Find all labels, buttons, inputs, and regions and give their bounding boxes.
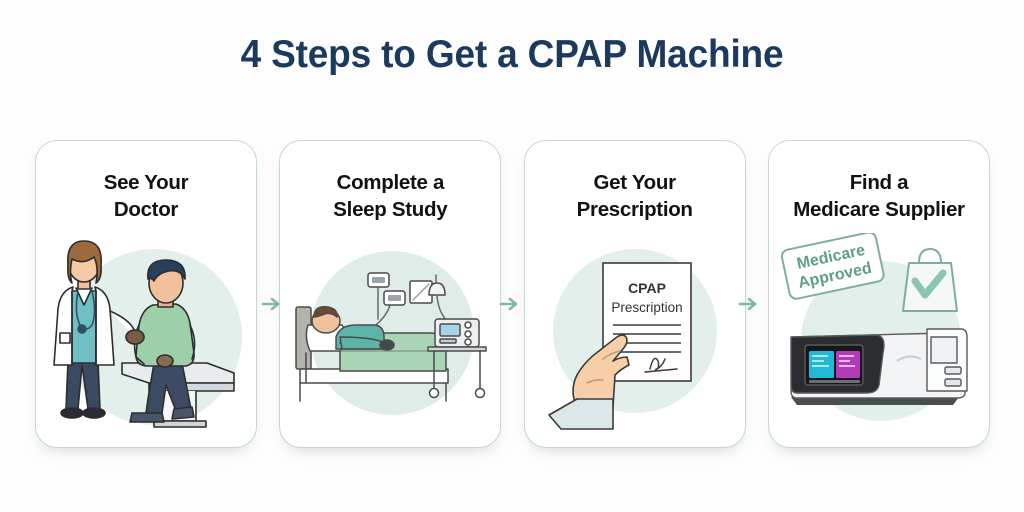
step-card-2[interactable]: Complete a Sleep Study [279, 140, 502, 448]
step-card-2-title-line2: Sleep Study [333, 198, 448, 221]
page-title: 4 Steps to Get a CPAP Machine [240, 33, 784, 76]
arrow-step3-to-step4 [738, 293, 760, 315]
step-card-1-title-line1: See Your [103, 171, 189, 194]
step-card-4-title: Find a Medicare Supplier [777, 169, 981, 223]
step-card-3-title-line2: Prescription [576, 198, 693, 221]
arrow-step2-to-step3 [499, 293, 521, 315]
step-card-4[interactable]: Find a Medicare Supplier Medicare Approv… [767, 140, 990, 448]
step-card-4-title-line1: Find a [849, 171, 909, 194]
step-card-3-title: Get Your Prescription [533, 169, 737, 223]
step-card-1[interactable]: See Your Doctor [35, 140, 257, 448]
step-card-4-title-line2: Medicare Supplier [793, 198, 965, 221]
medicare-approved-stamp: Medicare Approved [780, 233, 885, 300]
signature-mark [643, 357, 678, 373]
arrow-step1-to-step2 [261, 293, 283, 315]
steps-row: See Your Doctor [35, 140, 990, 448]
step-card-3-title-line1: Get Your [593, 171, 677, 194]
step-card-2-title: Complete a Sleep Study [288, 169, 492, 223]
step-card-4-illustration: Medicare Approved [769, 233, 989, 447]
step-card-1-title-line2: Doctor [113, 198, 179, 221]
step-card-2-title-line1: Complete a [336, 171, 445, 194]
step-card-3[interactable]: Get Your Prescription CPAP Prescription [523, 140, 746, 448]
prescription-heading-line1: CPAP [628, 280, 666, 296]
step-card-3-illustration: CPAP Prescription [525, 233, 745, 447]
step-card-1-title: See Your Doctor [44, 169, 248, 223]
shopping-bag-icon [901, 248, 958, 312]
step-card-1-illustration [36, 233, 256, 447]
step-card-2-illustration [280, 233, 500, 447]
prescription-heading-line2: Prescription [611, 300, 682, 315]
cpap-machine [790, 328, 968, 405]
